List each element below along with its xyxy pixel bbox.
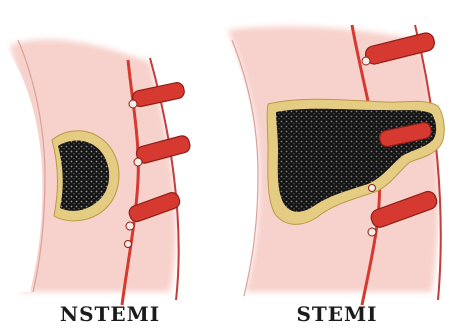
nstemi-artery-node [125, 241, 132, 248]
stemi-label: STEMI [232, 300, 442, 328]
stemi-artery-node [369, 185, 376, 192]
nstemi-label: NSTEMI [10, 300, 210, 328]
stemi-panel [226, 25, 451, 305]
nstemi-panel [0, 39, 210, 305]
